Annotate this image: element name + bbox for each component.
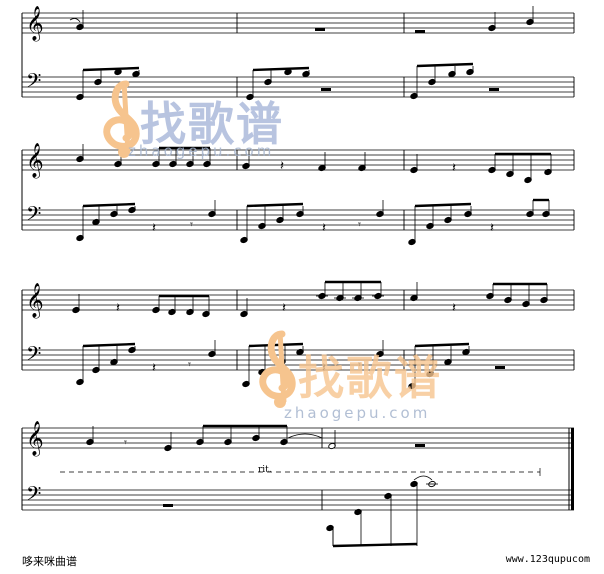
bass-clef-icon: 𝄢 (26, 482, 41, 510)
whole-rest-icon (321, 88, 331, 91)
beam (252, 66, 310, 72)
beam (416, 62, 474, 68)
whole-rest-icon (415, 30, 425, 33)
quarter-rest-icon: 𝄽 (152, 221, 156, 236)
eighth-rest-icon: 𝄾 (124, 436, 127, 449)
eighth-rest-icon: 𝄾 (190, 218, 193, 231)
treble-clef-icon: 𝄞 (26, 421, 44, 457)
quarter-rest-icon: 𝄽 (452, 161, 456, 176)
beam (246, 202, 304, 208)
whole-rest-icon (415, 444, 425, 447)
quarter-rest-icon: 𝄽 (322, 361, 326, 376)
quarter-rest-icon: 𝄽 (452, 301, 456, 316)
notes: 𝄽 𝄽 𝄽 𝄾 𝄽 𝄾 𝄽 𝄽 𝄽 𝄽 𝄽 𝄾 𝄽 𝄾 𝄾 (60, 6, 552, 548)
quarter-rest-icon: 𝄽 (152, 361, 156, 376)
staves: 𝄞 𝄢 𝄞 𝄢 𝄞 𝄢 𝄞 𝄢 (21, 6, 575, 511)
beam (414, 202, 472, 208)
beam (82, 342, 136, 348)
eighth-rest-icon: 𝄾 (188, 358, 191, 371)
whole-rest-icon (163, 504, 173, 507)
beam (82, 202, 136, 208)
quarter-rest-icon: 𝄽 (280, 159, 284, 174)
quarter-rest-icon: 𝄽 (282, 301, 286, 316)
eighth-rest-icon: 𝄾 (358, 218, 361, 231)
rit-marking: rit. (258, 465, 272, 475)
note-head (410, 480, 418, 488)
bass-clef-icon: 𝄢 (26, 69, 41, 97)
tie (413, 475, 433, 481)
quarter-rest-icon: 𝄽 (116, 301, 120, 316)
final-bar-thick (571, 428, 574, 510)
whole-rest-icon (495, 366, 505, 369)
beam (414, 342, 470, 348)
beam (332, 542, 418, 548)
footer-site-name: 哆来咪曲谱 (22, 555, 77, 568)
tie (287, 433, 323, 439)
treble-clef-icon: 𝄞 (26, 6, 44, 42)
note-head (326, 524, 334, 532)
treble-clef-icon: 𝄞 (26, 283, 44, 319)
note-head (354, 508, 362, 516)
treble-clef-icon: 𝄞 (26, 143, 44, 179)
note-head (384, 492, 392, 500)
quarter-rest-icon: 𝄽 (322, 221, 326, 236)
tie (69, 18, 81, 23)
bass-clef-icon: 𝄢 (26, 342, 41, 370)
footer-site-url: www.123qupucom (505, 554, 590, 565)
whole-rest-icon (489, 88, 499, 91)
quarter-rest-icon: 𝄽 (490, 221, 494, 236)
bass-clef-icon: 𝄢 (26, 202, 41, 230)
eighth-rest-icon: 𝄾 (358, 358, 361, 371)
whole-rest-icon (315, 28, 325, 31)
beam (248, 342, 304, 348)
beam (82, 66, 140, 72)
